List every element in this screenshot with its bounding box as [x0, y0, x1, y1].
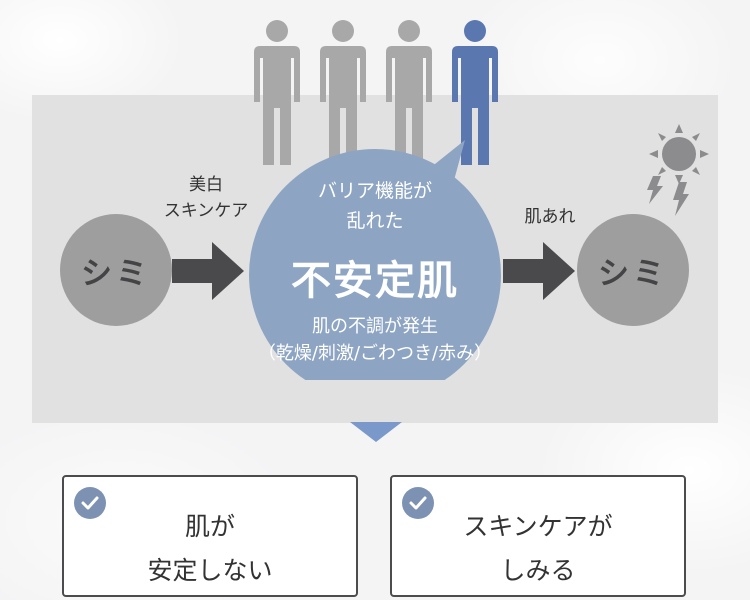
card-line2: しみる: [500, 556, 576, 585]
skin-issue-detail: （乾燥/刺激/ごわつき/赤み）: [257, 343, 493, 364]
rough-skin-label: 肌あれ: [524, 207, 576, 227]
down-triangle-icon: [350, 422, 402, 442]
person-icon: [254, 20, 300, 165]
person-icon: [452, 20, 498, 165]
person-icon: [320, 20, 366, 165]
people-group: [254, 20, 498, 165]
barrier-line1: バリア機能が: [317, 180, 432, 202]
arrow-right-icon: [172, 242, 244, 300]
left-circle-spot: シミ: [60, 214, 172, 326]
right-circle-spot: シミ: [577, 214, 689, 326]
card-line1: 肌が: [184, 512, 235, 541]
lightning-icon: [647, 176, 689, 216]
barrier-text: バリア機能が 乱れた: [250, 176, 500, 236]
sun-icon: [647, 124, 709, 216]
card-text: 肌が 安定しない: [64, 505, 356, 593]
person-icon: [386, 20, 432, 165]
barrier-line2: 乱れた: [346, 210, 404, 232]
skin-issue-text: 肌の不調が発生: [312, 316, 438, 337]
result-card-unstable: 肌が 安定しない: [62, 475, 358, 597]
card-line1: スキンケアが: [463, 512, 613, 541]
check-icon: [402, 487, 434, 519]
card-line2: 安定しない: [147, 556, 273, 585]
check-icon: [74, 487, 106, 519]
result-card-stinging: スキンケアが しみる: [390, 475, 686, 597]
unstable-skin-title: 不安定肌: [291, 258, 459, 304]
whitening-skincare-label: 美白 スキンケア: [150, 172, 262, 224]
whitening-label-line1: 美白: [189, 175, 223, 195]
left-circle-label: シミ: [81, 255, 151, 292]
speech-bubble: [249, 140, 501, 380]
right-circle-label: シミ: [598, 255, 668, 292]
arrow-right-icon: [503, 242, 575, 300]
whitening-label-line2: スキンケア: [163, 201, 249, 221]
card-text: スキンケアが しみる: [392, 505, 684, 593]
